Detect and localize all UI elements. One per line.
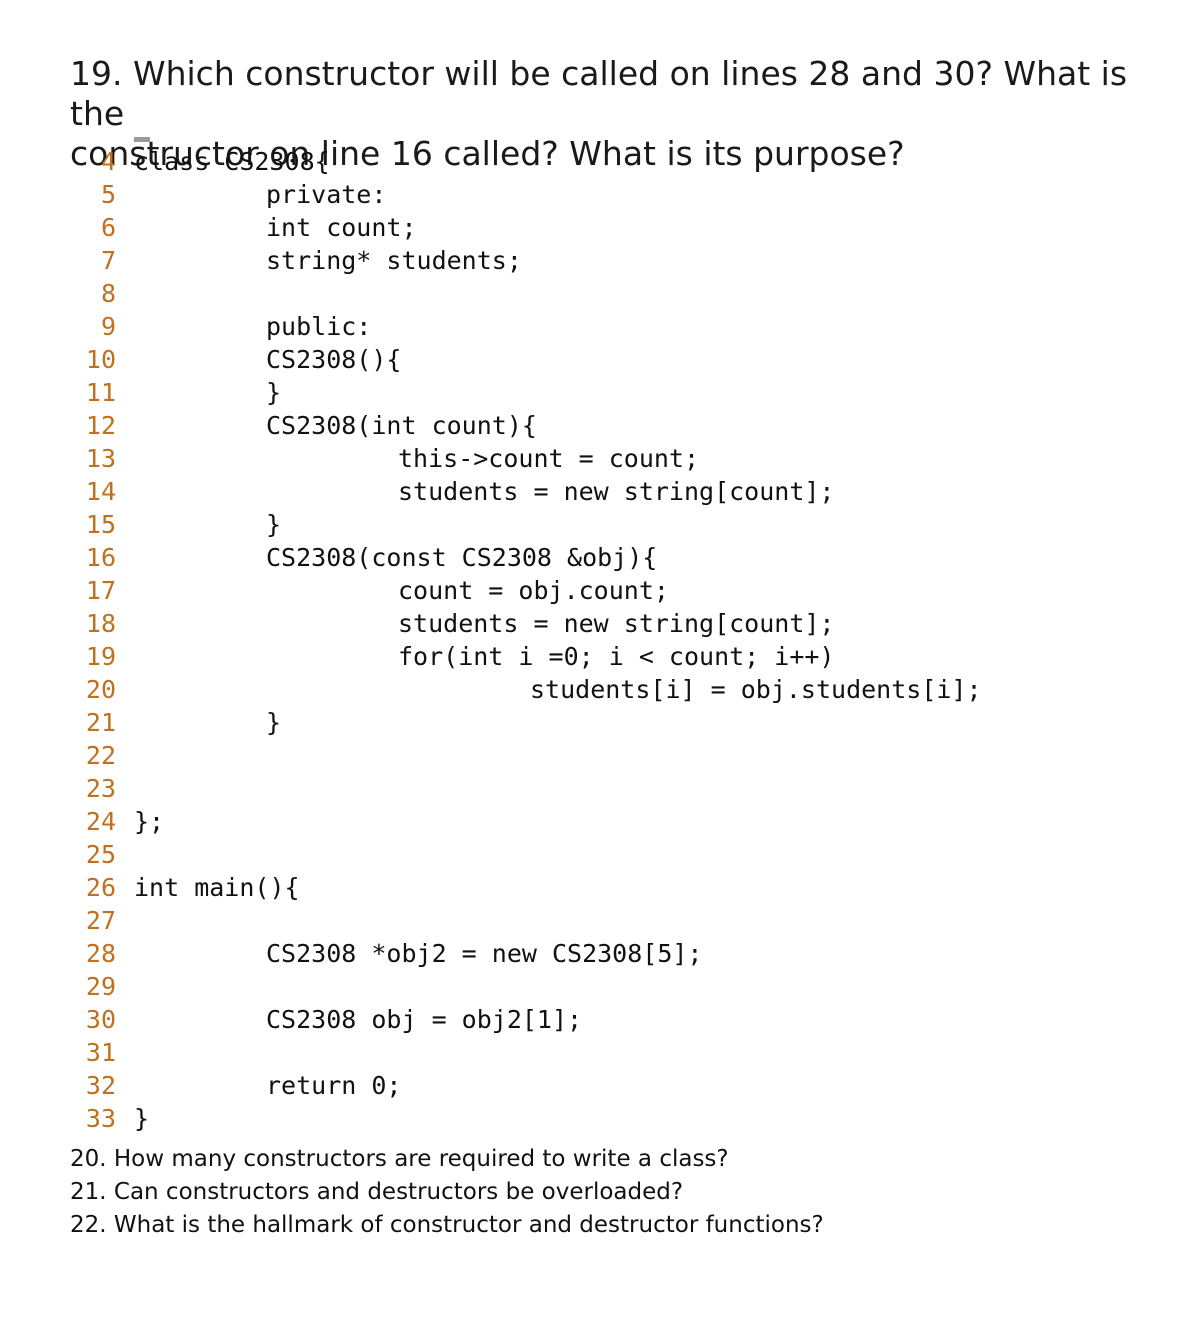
line-number: 30 — [85, 1005, 116, 1034]
line-number: 25 — [85, 840, 116, 869]
line-number: 8 — [100, 279, 116, 308]
code-text: CS2308 *obj2 = new CS2308[5]; — [266, 939, 703, 968]
code-line: 27 — [0, 904, 1201, 937]
code-line: 14 students = new string[count]; — [0, 475, 1201, 508]
code-text: } — [266, 378, 282, 407]
line-number: 29 — [85, 972, 116, 1001]
code-line: 17 count = obj.count; — [0, 574, 1201, 607]
code-line: 13 this->count = count; — [0, 442, 1201, 475]
code-text: students[i] = obj.students[i]; — [530, 675, 982, 704]
code-line: 26 int main(){ — [0, 871, 1201, 904]
code-line: 6 int count; — [0, 211, 1201, 244]
line-number: 22 — [85, 741, 116, 770]
code-text: CS2308(const CS2308 &obj){ — [266, 543, 658, 572]
question-20: 20. How many constructors are required t… — [70, 1146, 729, 1172]
code-line: 8 — [0, 277, 1201, 310]
code-line: 9 public: — [0, 310, 1201, 343]
line-number: 24 — [85, 807, 116, 836]
code-line: 31 — [0, 1036, 1201, 1069]
code-line: 23 — [0, 772, 1201, 805]
line-number: 21 — [85, 708, 116, 737]
question-21: 21. Can constructors and destructors be … — [70, 1179, 684, 1205]
code-text: CS2308(){ — [266, 345, 402, 374]
code-line: 16 CS2308(const CS2308 &obj){ — [0, 541, 1201, 574]
line-number: 19 — [85, 642, 116, 671]
code-text: students = new string[count]; — [398, 609, 835, 638]
code-line: 24}; — [0, 805, 1201, 838]
code-line: 7 string* students; — [0, 244, 1201, 277]
code-line: 29 — [0, 970, 1201, 1003]
question-22: 22. What is the hallmark of constructor … — [70, 1212, 824, 1238]
line-number: 14 — [85, 477, 116, 506]
line-number: 23 — [85, 774, 116, 803]
line-number: 7 — [100, 246, 116, 275]
question-19: 19. Which constructor will be called on … — [70, 54, 1150, 174]
code-line: 15} — [0, 508, 1201, 541]
code-text: for(int i =0; i < count; i++) — [398, 642, 835, 671]
code-line: 11} — [0, 376, 1201, 409]
code-text: students = new string[count]; — [398, 477, 835, 506]
code-text: private: — [266, 180, 387, 209]
line-number: 33 — [85, 1104, 116, 1133]
code-text: CS2308 obj = obj2[1]; — [266, 1005, 583, 1034]
code-text: int main(){ — [134, 873, 300, 902]
line-number: 15 — [85, 510, 116, 539]
code-text: } — [266, 708, 282, 737]
code-text: }; — [134, 807, 165, 836]
line-number: 6 — [100, 213, 116, 242]
code-line: 19 for(int i =0; i < count; i++) — [0, 640, 1201, 673]
code-line: 18 students = new string[count]; — [0, 607, 1201, 640]
line-number: 13 — [85, 444, 116, 473]
code-line: 30 CS2308 obj = obj2[1]; — [0, 1003, 1201, 1036]
question-19-line-2: constructor on line 16 called? What is i… — [70, 134, 905, 173]
code-line: 22 — [0, 739, 1201, 772]
code-text: string* students; — [266, 246, 522, 275]
line-number: 4 — [100, 147, 116, 176]
cursor-mark — [134, 137, 150, 142]
code-line: 21} — [0, 706, 1201, 739]
line-number: 17 — [85, 576, 116, 605]
line-number: 26 — [85, 873, 116, 902]
code-line: 10 CS2308(){ — [0, 343, 1201, 376]
line-number: 18 — [85, 609, 116, 638]
code-line: 33} — [0, 1102, 1201, 1135]
code-line: 12 CS2308(int count){ — [0, 409, 1201, 442]
line-number: 20 — [85, 675, 116, 704]
line-number: 5 — [100, 180, 116, 209]
code-text: class CS2308{ — [134, 147, 330, 176]
line-number: 11 — [85, 378, 116, 407]
code-line: 32 return 0; — [0, 1069, 1201, 1102]
line-number: 12 — [85, 411, 116, 440]
line-number: 27 — [85, 906, 116, 935]
code-text: } — [266, 510, 282, 539]
line-number: 10 — [85, 345, 116, 374]
line-number: 28 — [85, 939, 116, 968]
line-number: 31 — [85, 1038, 116, 1067]
code-line: 20 students[i] = obj.students[i]; — [0, 673, 1201, 706]
code-text: this->count = count; — [398, 444, 700, 473]
code-line: 25 — [0, 838, 1201, 871]
code-text: } — [134, 1104, 150, 1133]
question-19-line-1: 19. Which constructor will be called on … — [70, 54, 1128, 133]
code-text: count = obj.count; — [398, 576, 669, 605]
line-number: 32 — [85, 1071, 116, 1100]
code-text: CS2308(int count){ — [266, 411, 537, 440]
line-number: 16 — [85, 543, 116, 572]
code-line: 28 CS2308 *obj2 = new CS2308[5]; — [0, 937, 1201, 970]
code-text: return 0; — [266, 1071, 402, 1100]
code-line: 4 class CS2308{ — [0, 145, 1201, 178]
code-line: 5 private: — [0, 178, 1201, 211]
line-number: 9 — [100, 312, 116, 341]
code-text: int count; — [266, 213, 417, 242]
code-text: public: — [266, 312, 372, 341]
